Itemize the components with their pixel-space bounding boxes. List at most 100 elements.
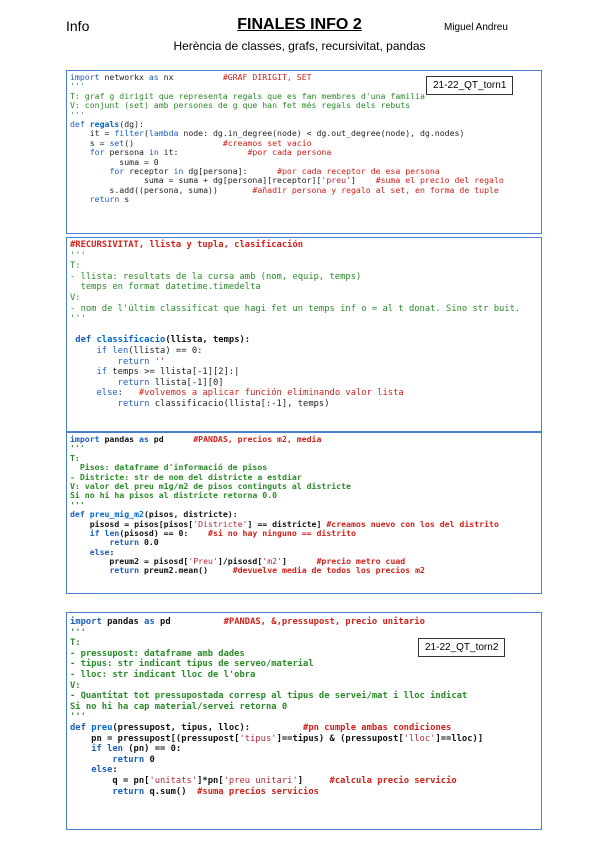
code-token: 'lloc': [403, 733, 436, 744]
code-line: temps en format datetime.timedelta: [70, 282, 538, 293]
code-token: preum2 = pisosd[: [70, 556, 189, 567]
code-line: Pisos: dataframe d'informació de pisos: [70, 462, 538, 473]
code-token: #volvemos a aplicar función eliminando v…: [138, 388, 404, 399]
code-token: ''': [70, 627, 86, 638]
code-token: it =: [70, 128, 115, 139]
code-token: return: [109, 565, 140, 576]
code-token: 'Districte': [193, 518, 248, 529]
code-token: ]==tipus) & (pressupost[: [276, 733, 404, 744]
page-title: FINALES INFO 2: [237, 16, 362, 33]
code-token: T:: [70, 452, 80, 463]
code-lines: import pandas as pd #PANDAS, &,pressupos…: [67, 613, 541, 799]
code-token: in: [148, 147, 159, 158]
code-token: return: [117, 356, 150, 367]
code-block-regals: import networkx as nx #GRAF DIRIGIT, SET…: [66, 70, 542, 234]
code-token: 'unitats': [149, 775, 198, 786]
code-line: - tipus: str indicant tipus de serveo/ma…: [70, 659, 538, 670]
code-token: (pisos, districte):: [143, 509, 238, 520]
code-token: #por cada persona: [247, 147, 332, 158]
code-token: return: [112, 786, 145, 797]
code-line: s.add((persona, suma)) #añadir persona y…: [70, 184, 538, 195]
code-token: - pressupost: dataframe amb dades: [70, 648, 245, 659]
code-line: [70, 325, 538, 336]
code-token: (llista) == 0:: [128, 345, 203, 356]
code-line: ''': [70, 109, 538, 120]
code-token: return: [112, 754, 145, 765]
code-line: ''': [70, 314, 538, 325]
code-token: 'Preu': [188, 556, 218, 567]
code-token: #añadir persona y regalo al set, en form…: [252, 184, 499, 195]
code-line: ''': [70, 712, 538, 723]
code-token: ]: [350, 175, 376, 186]
code-token: ''': [70, 109, 85, 120]
code-token: classificacio(llista[:-1], temps): [149, 398, 330, 409]
code-token: 'preu unitari': [223, 775, 298, 786]
code-token: T: graf g dirigit que representa regals …: [70, 90, 425, 101]
code-token: pn = pressupost[(pressupost[: [70, 733, 240, 744]
code-token: return: [117, 377, 150, 388]
code-token: (pressupost, tipus, lloc):: [112, 722, 304, 733]
code-token: suma = suma + dg[persona][receptor][: [70, 175, 322, 186]
exam-tag-torn2: 21-22_QT_torn2: [418, 638, 506, 657]
code-line: return 0.0: [70, 538, 538, 547]
code-token: preu: [91, 722, 113, 733]
code-token: nx: [158, 72, 223, 82]
code-token: if: [91, 744, 102, 755]
code-token: networkx: [99, 72, 149, 82]
code-line: for receptor in dg[persona]: #por cada r…: [70, 166, 538, 176]
code-line: - Quantitat tot pressupostada corresp al…: [70, 691, 538, 702]
code-token: suma = 0: [70, 156, 159, 167]
code-token: [70, 765, 91, 775]
code-token: persona: [104, 147, 149, 158]
code-token: V: valor del preu m1g/m2 de pisos contin…: [70, 480, 351, 491]
code-line: Si no hi ha cap material/servei retorna …: [70, 702, 538, 713]
code-token: #si no hay ninguno == distrito: [208, 527, 356, 538]
code-line: def regals(dg):: [70, 118, 538, 129]
code-token: def: [70, 722, 86, 733]
code-token: lambda: [148, 128, 179, 139]
code-line: def classificacio(llista, temps):: [70, 335, 538, 346]
code-token: 0.0: [139, 537, 159, 548]
code-token: [70, 367, 96, 377]
code-token: pandas: [99, 434, 140, 444]
code-token: def: [70, 118, 85, 129]
code-lines: #RECURSIVITAT, llista y tupla, clasifica…: [67, 238, 541, 412]
code-line: q = pn['unitats']*pn['preu unitari'] #ca…: [70, 776, 538, 787]
code-line: - llista: resultats de la cursa amb (nom…: [70, 272, 538, 283]
code-lines: import pandas as pd #PANDAS, precios m2,…: [67, 433, 541, 578]
code-token: ''': [70, 314, 86, 325]
code-line: - Districte: str de nom del districte a …: [70, 472, 538, 482]
code-token: as: [139, 434, 149, 444]
code-token: #GRAF DIRIGIT, SET: [222, 72, 312, 82]
code-token: q.sum(): [144, 786, 198, 797]
code-token: filter: [114, 128, 144, 139]
code-token: s: [119, 194, 130, 205]
code-line: else:: [70, 765, 538, 776]
code-line: suma = 0: [70, 156, 538, 167]
code-token: temps en format datetime.timedelta: [70, 282, 261, 293]
code-line: ''': [70, 444, 538, 453]
code-token: it:: [158, 147, 248, 158]
code-line: preum2 = pisosd['Preu']/pisosd['m2'] #pr…: [70, 556, 538, 567]
code-token: [70, 325, 75, 335]
code-token: - Quantitat tot pressupostada corresp al…: [70, 691, 468, 702]
code-token: ''': [70, 81, 85, 92]
code-line: def preu(pressupost, tipus, lloc): #pn c…: [70, 723, 538, 734]
code-token: #suma precios servicios: [197, 786, 319, 797]
code-line: else:: [70, 547, 538, 557]
code-line: #RECURSIVITAT, llista y tupla, clasifica…: [70, 240, 538, 251]
code-token: classificacio: [96, 335, 166, 346]
code-token: ''': [70, 712, 86, 723]
code-token: pd: [154, 617, 224, 627]
code-line: if len (pn) == 0:: [70, 744, 538, 755]
code-token: as: [148, 72, 159, 82]
code-line: T: graf g dirigit que representa regals …: [70, 90, 538, 101]
code-line: pisosd = pisos[pisos['Districte'] == dis…: [70, 518, 538, 529]
code-line: ''': [70, 82, 538, 91]
code-token: Pisos: dataframe d'informació de pisos: [70, 462, 268, 473]
code-token: if: [89, 527, 100, 538]
code-token: ]==lloc)]: [435, 733, 484, 744]
code-token: #devuelve media de todos los precios m2: [232, 565, 425, 576]
code-token: pd: [148, 434, 194, 444]
code-line: ''': [70, 628, 538, 639]
